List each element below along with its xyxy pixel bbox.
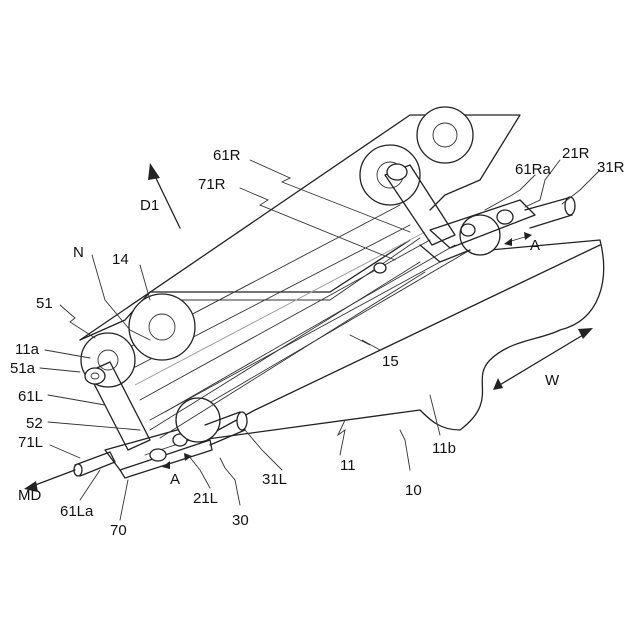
label-31R: 31R [597,159,625,176]
label-N: N [73,244,84,261]
label-61L: 61L [18,388,43,405]
label-11: 11 [340,457,356,474]
label-30: 30 [232,512,249,529]
label-A-right: A [530,237,540,254]
label-21R: 21R [562,145,590,162]
label-D1: D1 [140,197,159,214]
label-14: 14 [112,251,129,268]
label-11a: 11a [15,341,40,358]
label-15: 15 [382,353,399,370]
label-11b: 11b [432,440,456,457]
label-21L: 21L [193,490,218,507]
label-52: 52 [26,415,43,432]
label-71L: 71L [18,434,43,451]
roller-right [460,197,575,255]
label-61La: 61La [60,503,94,520]
roller-14 [129,294,195,360]
label-61R: 61R [213,147,241,164]
label-71R: 71R [198,176,226,193]
label-10: 10 [405,482,422,499]
label-51: 51 [36,295,53,312]
label-61Ra: 61Ra [515,161,552,178]
label-31L: 31L [262,471,287,488]
label-51a: 51a [10,360,36,377]
label-A-left: A [170,471,180,488]
label-W: W [545,372,560,389]
label-MD: MD [18,487,41,504]
label-70: 70 [110,522,127,539]
